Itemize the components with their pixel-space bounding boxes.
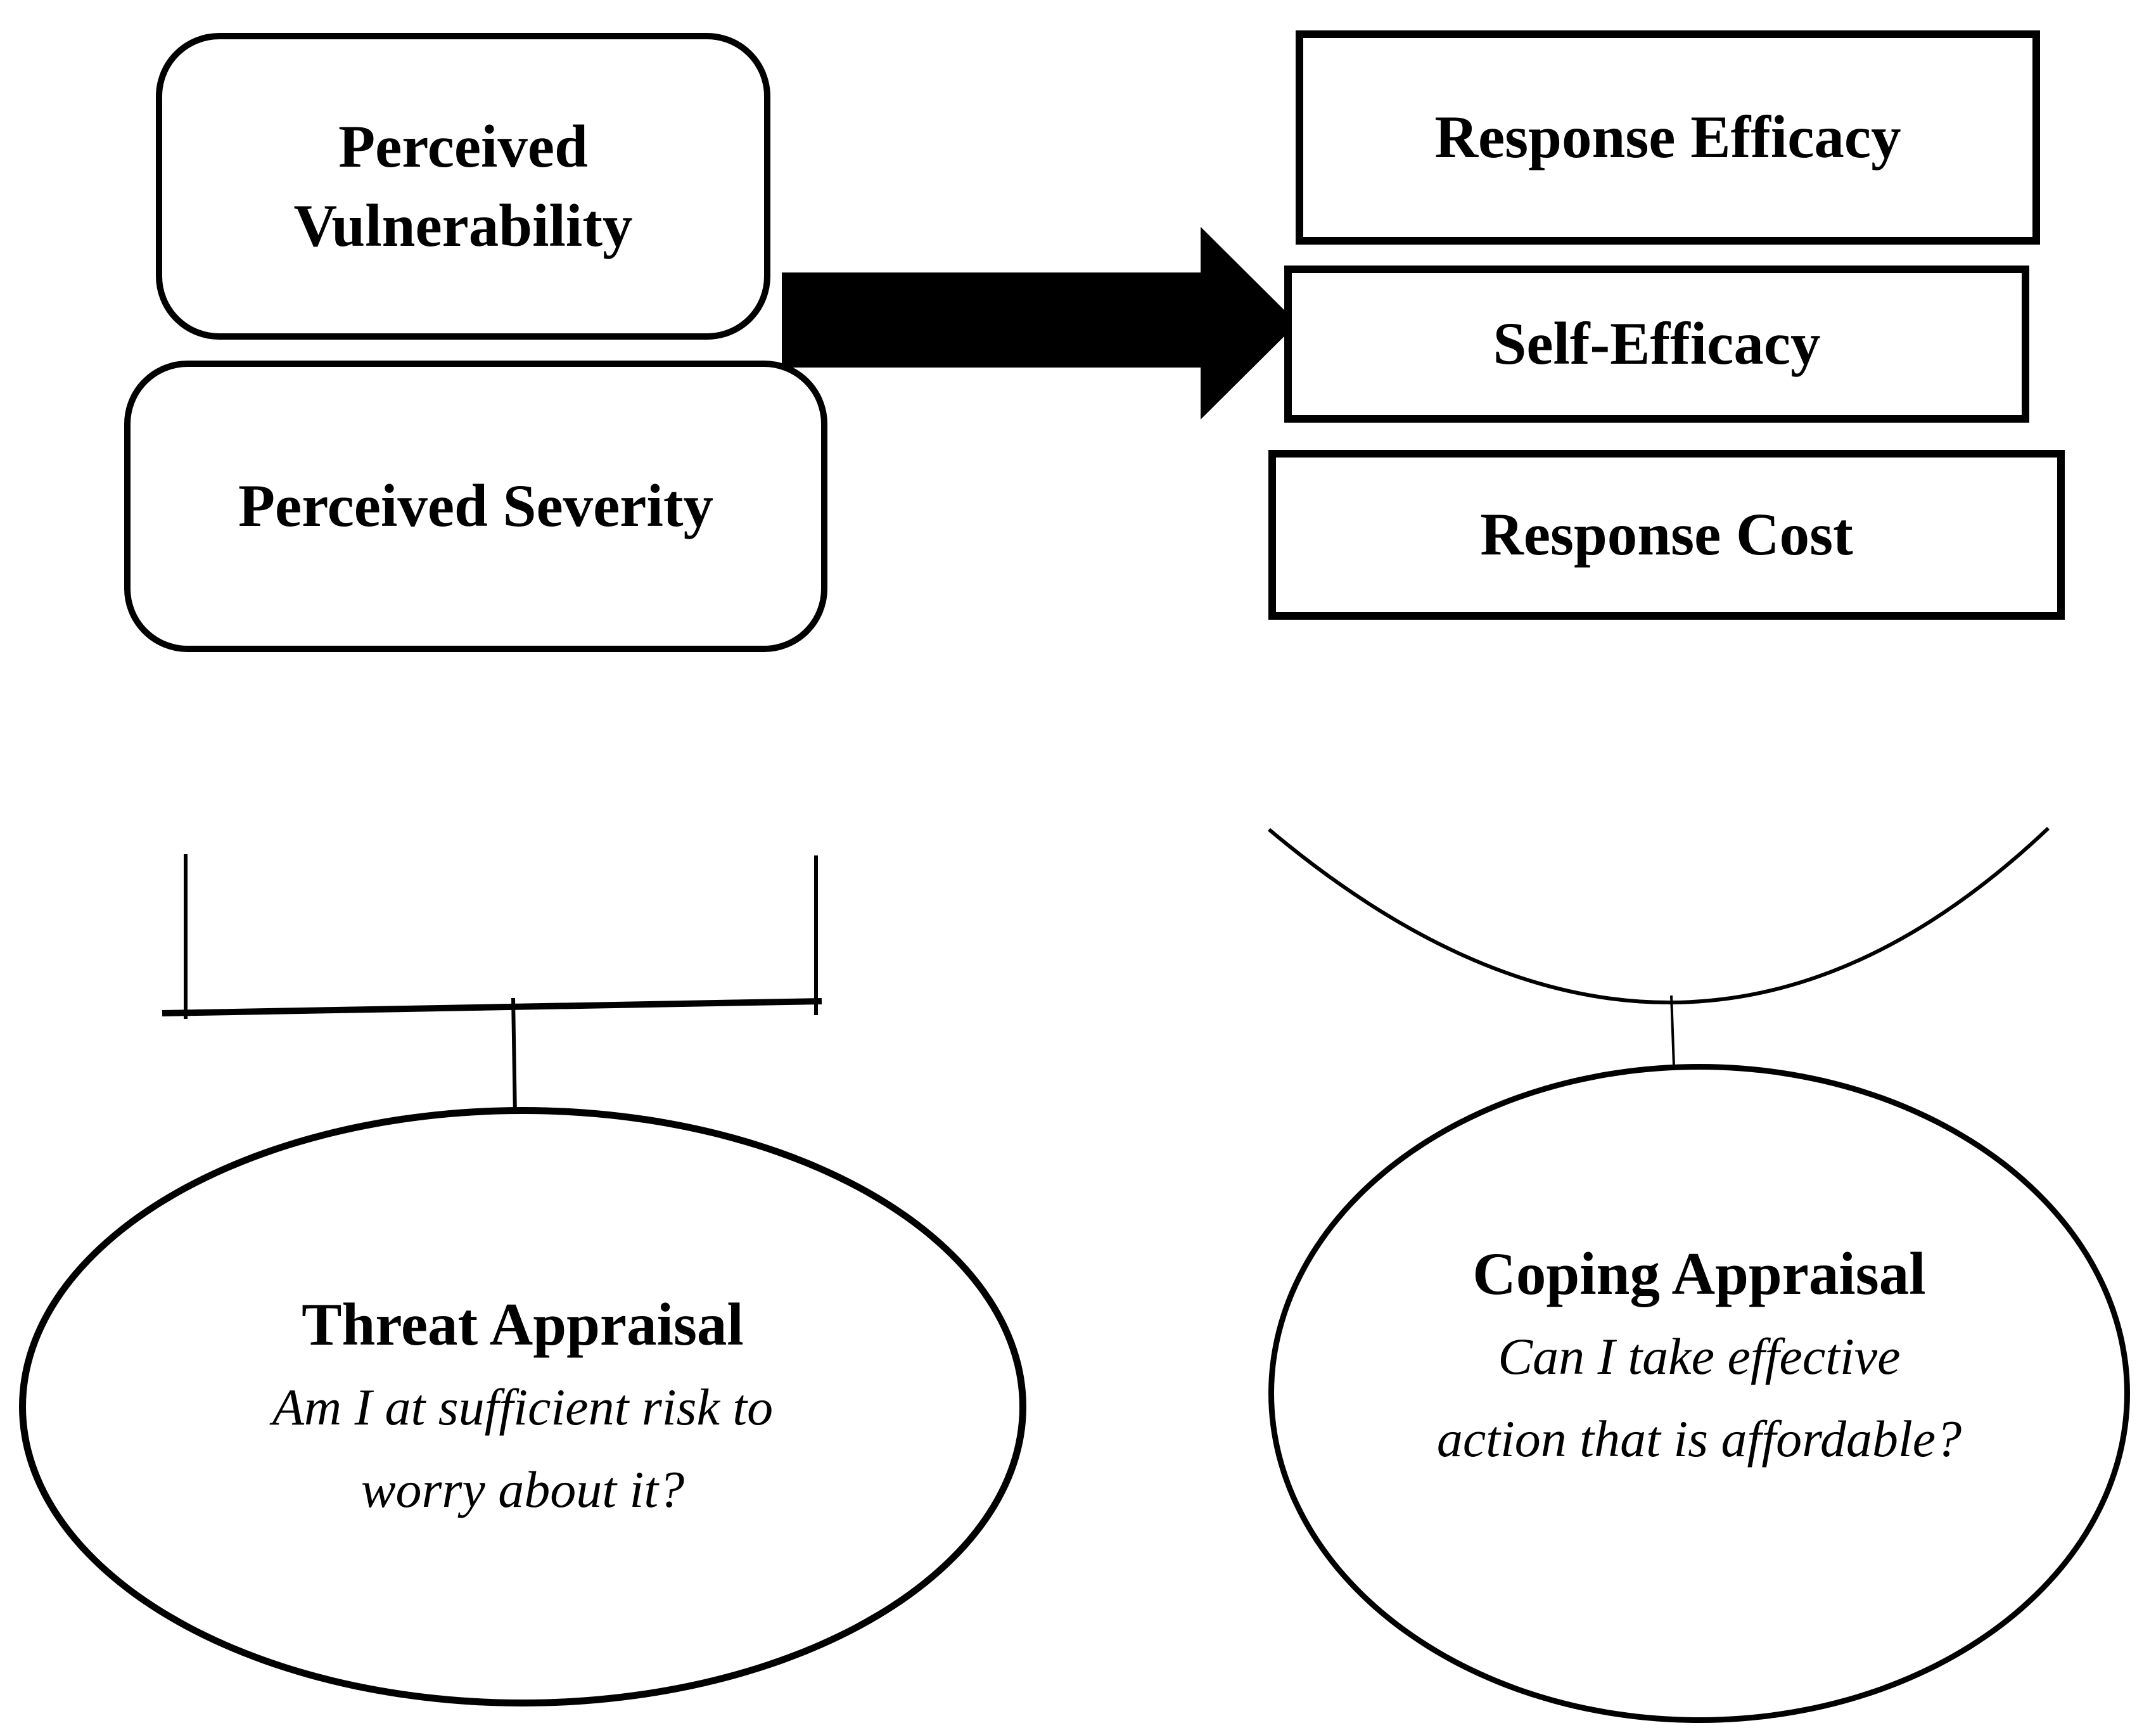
- coping-appraisal-question: Can I take effective action that is affo…: [1437, 1316, 1961, 1480]
- brace-center-stem: [1670, 995, 1675, 1066]
- brace-arc: [1268, 826, 2050, 1004]
- question-line: worry about it?: [360, 1460, 685, 1518]
- box-perceived-vulnerability-label: Perceived Vulnerability: [294, 107, 633, 266]
- threat-appraisal-title: Threat Appraisal: [302, 1290, 744, 1358]
- box-response-efficacy-label: Response Efficacy: [1434, 103, 1901, 171]
- label-line: Vulnerability: [293, 192, 633, 259]
- question-line: Am I at sufficient risk to: [272, 1378, 774, 1436]
- box-response-efficacy: Response Efficacy: [1296, 30, 2040, 245]
- box-perceived-severity: Perceived Severity: [124, 361, 827, 652]
- box-response-cost: Response Cost: [1268, 450, 2065, 620]
- box-self-efficacy: Self-Efficacy: [1284, 266, 2029, 423]
- coping-brace-connector: [1268, 826, 2050, 1066]
- box-perceived-vulnerability: Perceived Vulnerability: [156, 33, 770, 340]
- flow-arrow-icon: [782, 227, 1298, 419]
- ellipse-threat-appraisal: Threat Appraisal Am I at sufficient risk…: [19, 1107, 1026, 1706]
- threat-bracket-connector: [162, 854, 822, 1117]
- bracket-crossbar: [162, 998, 822, 1016]
- question-line: Can I take effective: [1498, 1328, 1901, 1385]
- label-line: Perceived Severity: [238, 472, 713, 540]
- box-self-efficacy-label: Self-Efficacy: [1493, 310, 1821, 378]
- box-perceived-severity-label: Perceived Severity: [238, 466, 713, 546]
- label-line: Perceived: [338, 112, 588, 180]
- threat-appraisal-question: Am I at sufficient risk to worry about i…: [272, 1366, 773, 1530]
- bracket-center-stem: [511, 997, 517, 1117]
- ellipse-coping-appraisal: Coping Appraisal Can I take effective ac…: [1268, 1064, 2130, 1723]
- question-line: action that is affordable?: [1436, 1409, 1962, 1468]
- box-response-cost-label: Response Cost: [1480, 501, 1853, 568]
- coping-appraisal-title: Coping Appraisal: [1472, 1239, 1926, 1307]
